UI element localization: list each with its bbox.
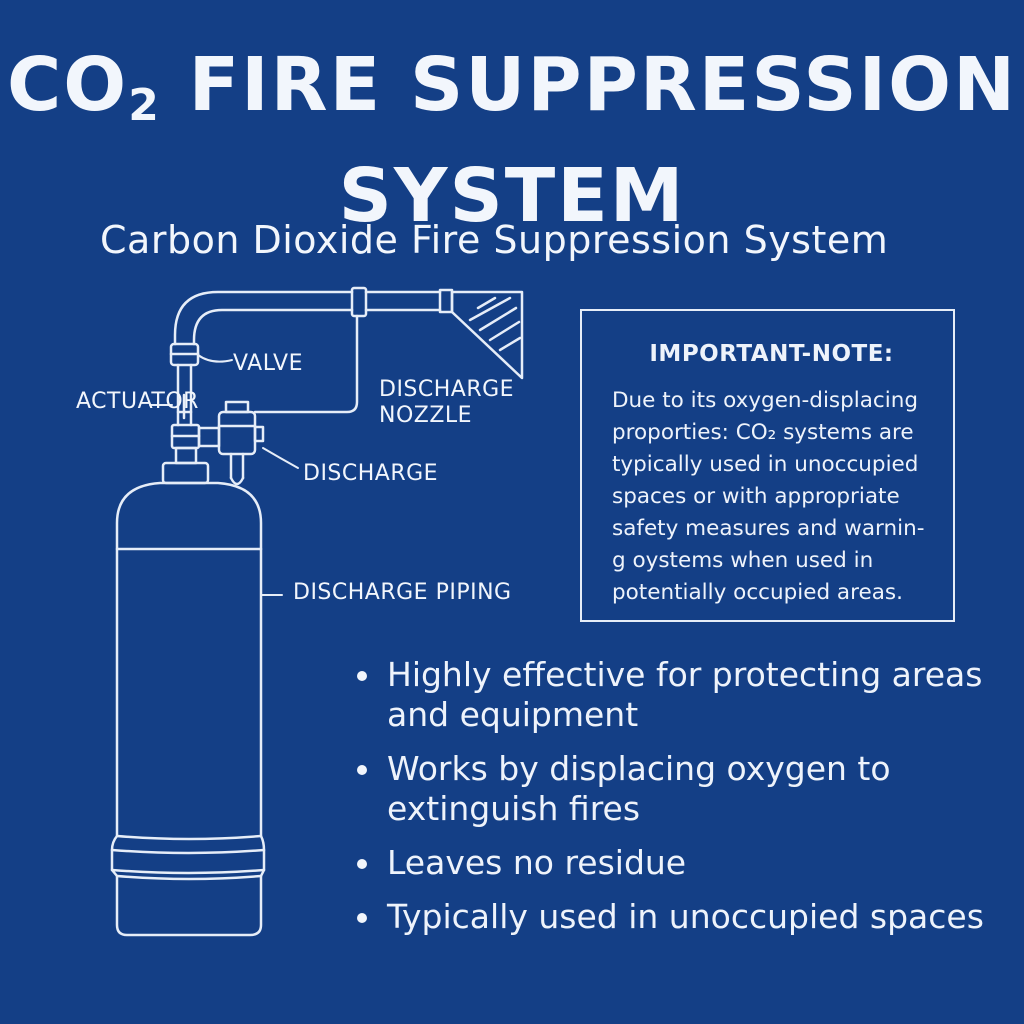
bullet-icon <box>357 765 367 775</box>
list-item: Leaves no residue <box>355 843 995 883</box>
bullet-icon <box>357 859 367 869</box>
pilot-line <box>253 314 359 414</box>
bullet-icon <box>357 913 367 923</box>
valve-assembly <box>169 342 200 427</box>
discharge-nozzle <box>450 290 524 380</box>
label-discharge-piping: DISCHARGE PIPING <box>293 580 512 605</box>
co2-cylinder <box>110 423 266 937</box>
label-discharge: DISCHARGE <box>303 461 439 486</box>
note-body: Due to its oxygen-displacing proporties:… <box>612 388 925 605</box>
title-line-1: CO2 FIRE SUPPRESSION <box>6 42 1017 131</box>
feature-list: Highly effective for protecting areas an… <box>355 655 995 951</box>
list-item: Highly effective for protecting areas an… <box>355 655 995 735</box>
list-item: Typically used in unoccupied spaces <box>355 897 995 937</box>
page-subtitle: Carbon Dioxide Fire Suppression System <box>100 218 889 262</box>
page-title: CO2 FIRE SUPPRESSION SYSTEM <box>0 40 1024 241</box>
discharge-pipe <box>173 286 454 346</box>
label-discharge-nozzle-line2: NOZZLE <box>379 403 473 428</box>
important-note-box: IMPORTANT-NOTE: Due to its oxygen-displa… <box>580 309 955 622</box>
label-actuator: ACTUATOR <box>76 389 199 414</box>
title-line-2: SYSTEM <box>338 153 686 239</box>
bullet-icon <box>357 671 367 681</box>
discharge-head <box>197 400 265 486</box>
leader-lines <box>149 354 299 596</box>
label-discharge-nozzle-line1: DISCHARGE <box>379 377 515 402</box>
list-item: Works by displacing oxygen to extinguish… <box>355 749 995 829</box>
note-title: IMPORTANT-NOTE: <box>649 341 894 367</box>
label-valve: VALVE <box>233 351 303 376</box>
